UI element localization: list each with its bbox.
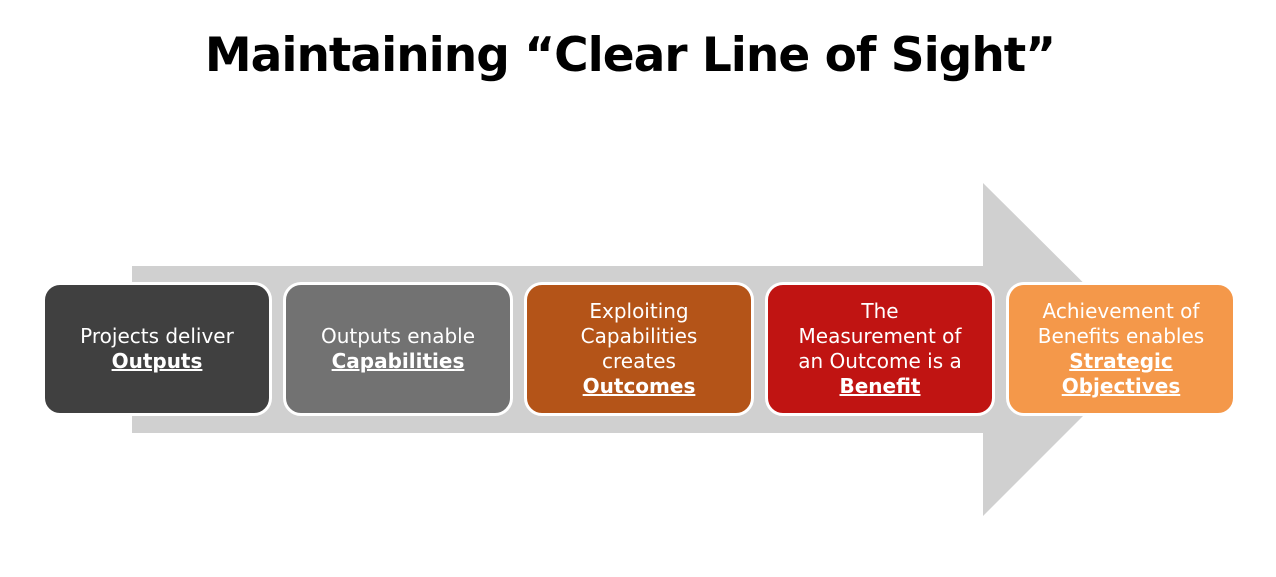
step-1-text: Projects deliver bbox=[80, 324, 234, 348]
step-5-text: Achievement of Benefits enables bbox=[1037, 299, 1205, 348]
step-4-keyword: Benefit bbox=[839, 374, 921, 398]
step-box-benefit: The Measurement of an Outcome is a Benef… bbox=[765, 282, 995, 416]
step-box-strategic-objectives: Achievement of Benefits enables Strategi… bbox=[1006, 282, 1236, 416]
step-2-text: Outputs enable bbox=[320, 324, 476, 348]
step-3-keyword: Outcomes bbox=[582, 374, 696, 398]
step-box-outputs: Projects deliver Outputs bbox=[42, 282, 272, 416]
step-box-capabilities: Outputs enable Capabilities bbox=[283, 282, 513, 416]
step-2-keyword: Capabilities bbox=[331, 349, 465, 373]
step-box-outcomes: Exploiting Capabilities creates Outcomes bbox=[524, 282, 754, 416]
diagram-title: Maintaining “Clear Line of Sight” bbox=[204, 28, 1056, 83]
step-3-text: Exploiting Capabilities creates bbox=[580, 299, 698, 373]
step-1-keyword: Outputs bbox=[111, 349, 203, 373]
step-5-keyword: Strategic Objectives bbox=[1061, 349, 1181, 398]
step-4-text: The Measurement of an Outcome is a bbox=[798, 299, 962, 373]
